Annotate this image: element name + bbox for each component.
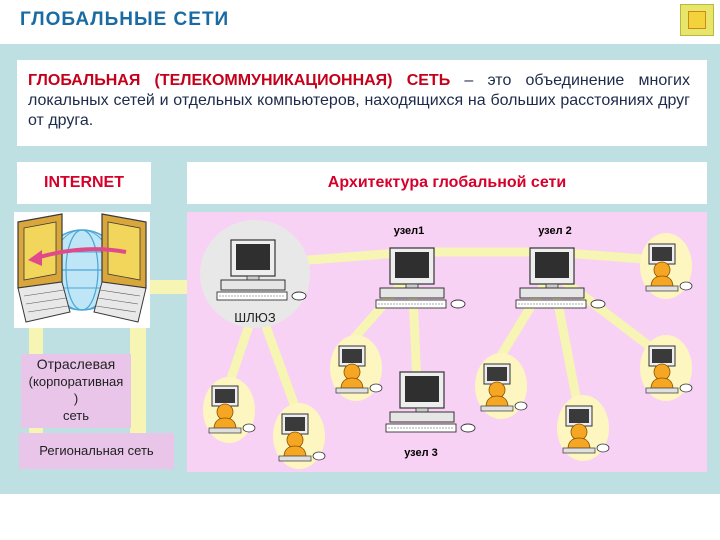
node-3-label: узел 3 xyxy=(404,447,438,459)
user-workstation-3 xyxy=(330,335,383,401)
definition-term: ГЛОБАЛЬНАЯ (ТЕЛЕКОММУНИКАЦИОННАЯ) СЕТЬ xyxy=(28,72,451,89)
node-2-label: узел 2 xyxy=(538,225,572,237)
user-workstation-5 xyxy=(557,395,610,461)
definition-body: – это объединение многих локальных сетей… xyxy=(28,72,690,129)
definition-text: ГЛОБАЛЬНАЯ (ТЕЛЕКОММУНИКАЦИОННАЯ) СЕТЬ –… xyxy=(28,71,690,131)
corporate-network-label: Отраслевая (корпоративная ) сеть xyxy=(21,354,131,428)
architecture-label: Архитектура глобальной сети xyxy=(187,162,707,204)
user-workstation-2 xyxy=(273,403,326,469)
gateway-node: ШЛЮЗ xyxy=(200,220,310,328)
page-title: ГЛОБАЛЬНЫЕ СЕТИ xyxy=(20,9,230,30)
internet-link-strip-2 xyxy=(130,328,146,434)
corporate-line-3: ) xyxy=(73,391,79,406)
user-workstation-7 xyxy=(640,335,693,401)
internet-link-strip-1 xyxy=(29,328,43,356)
user-workstation-6 xyxy=(640,233,693,299)
definition-box: ГЛОБАЛЬНАЯ (ТЕЛЕКОММУНИКАЦИОННАЯ) СЕТЬ –… xyxy=(17,60,707,146)
user-workstation-1 xyxy=(203,377,256,443)
architecture-panel: ШЛЮЗ узел1 узел 2 узел 3 xyxy=(187,212,707,472)
node-1-label: узел1 xyxy=(394,225,425,237)
corporate-line-4: сеть xyxy=(62,408,90,423)
network-diagram: ШЛЮЗ узел1 узел 2 узел 3 xyxy=(200,220,693,469)
node-2: узел 2 xyxy=(515,225,606,309)
internet-label: INTERNET xyxy=(17,162,151,204)
internet-link-strip-3 xyxy=(148,280,190,294)
corporate-line-1: Отраслевая xyxy=(36,356,116,372)
next-slide-button[interactable] xyxy=(680,4,714,36)
next-slide-icon xyxy=(688,11,706,29)
user-workstation-4 xyxy=(475,353,528,419)
gateway-label: ШЛЮЗ xyxy=(234,310,276,325)
corporate-line-2: (корпоративная xyxy=(28,374,124,389)
internet-globe-icon xyxy=(14,212,150,328)
node-1: узел1 xyxy=(375,225,466,309)
internet-link-strip-4 xyxy=(29,426,43,434)
node-3: узел 3 xyxy=(385,371,476,459)
internet-image xyxy=(14,212,150,328)
regional-network-label: Региональная сеть xyxy=(19,433,174,469)
